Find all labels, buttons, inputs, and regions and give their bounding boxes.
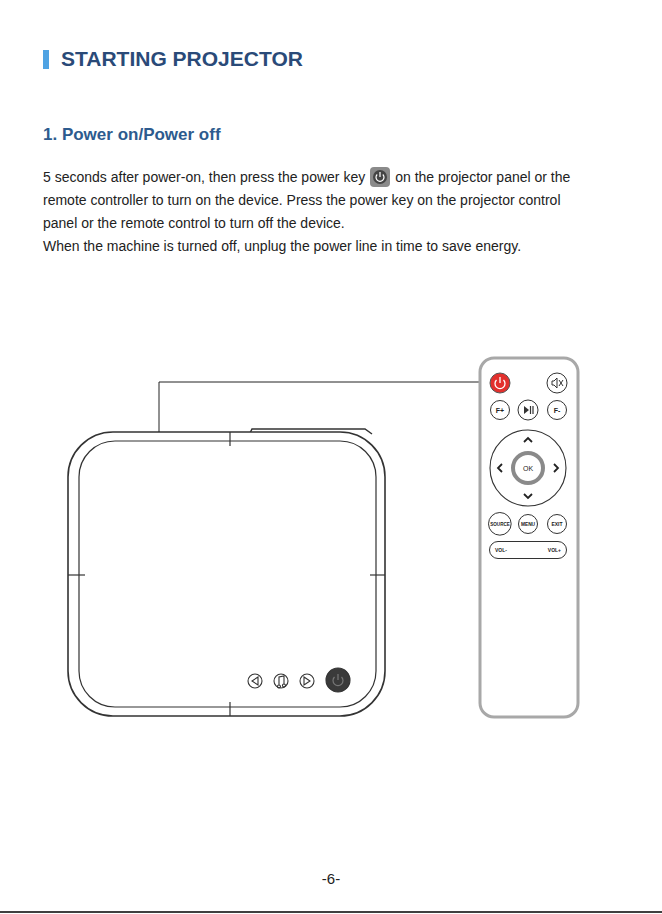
button-label: F+ (496, 407, 504, 414)
remote-button: MENU (518, 514, 538, 534)
button-label: OK (523, 465, 533, 472)
remote-control (480, 358, 578, 717)
button-label: SOURCE (490, 522, 510, 527)
remote-button: OK (511, 451, 545, 485)
body-text: 5 seconds after power-on, then press the… (43, 169, 365, 185)
leader-line (159, 382, 488, 432)
remote-button: F- (547, 400, 567, 420)
body-paragraph: 5 seconds after power-on, then press the… (43, 166, 588, 258)
page-title: STARTING PROJECTOR (61, 47, 303, 71)
projector-body (68, 429, 385, 716)
remote-button: SOURCE (488, 512, 512, 536)
button-label: F- (554, 407, 561, 414)
power-key-icon (365, 167, 395, 187)
button-label: VOL+ (548, 547, 561, 553)
page-rule (0, 911, 662, 913)
section-heading: 1. Power on/Power off (43, 125, 221, 145)
button-label: MENU (521, 522, 535, 527)
body-text: When the machine is turned off, unplug t… (43, 235, 588, 258)
button-label: EXIT (551, 521, 562, 527)
page-number: -6- (0, 870, 662, 887)
volume-bar: VOL- VOL+ (489, 541, 567, 559)
remote-button: F+ (490, 400, 510, 420)
button-label: VOL- (495, 547, 507, 553)
remote-button: EXIT (547, 514, 567, 534)
title-bar (43, 50, 49, 69)
projector-buttons (248, 668, 350, 692)
